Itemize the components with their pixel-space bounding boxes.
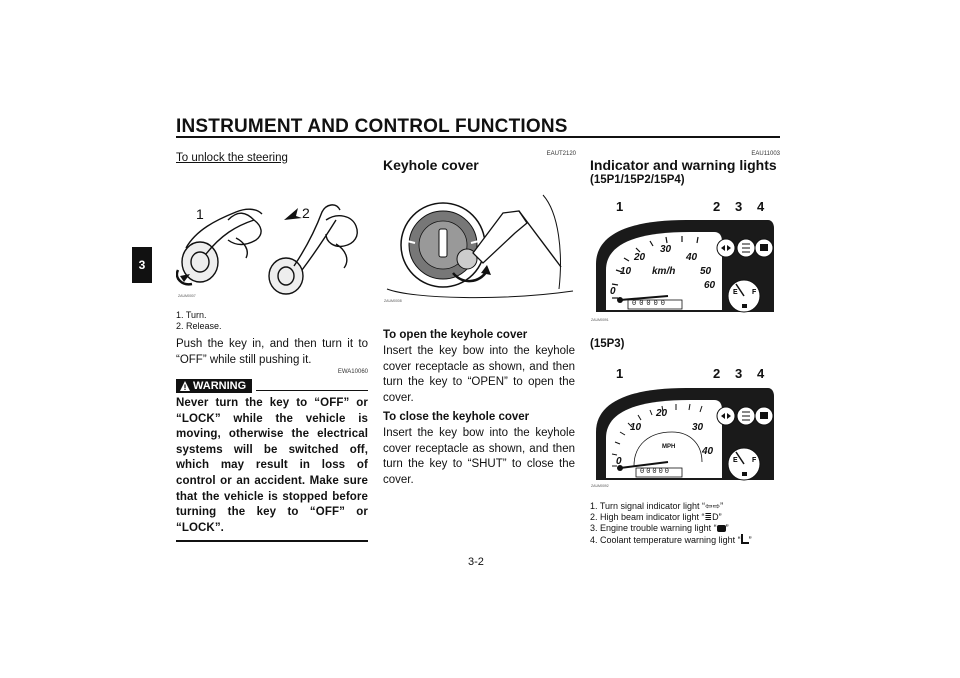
instrument-panel-mph: E F 0 10 20 30 40 MPH 00000 — [590, 382, 776, 482]
variant-label-1: (15P1/15P2/15P4) — [590, 174, 685, 186]
body-text-open: Insert the key bow into the keyhole cove… — [383, 345, 575, 404]
high-beam-icon — [742, 411, 750, 421]
subheading-open: To open the keyhole cover — [383, 329, 528, 341]
ref-code: EAUT2120 — [546, 151, 576, 157]
keyhole-cover-illustration — [386, 194, 574, 299]
instrument-panel-kmh: E F 0 10 20 30 40 50 60 km/h 00000 — [590, 214, 776, 314]
callout-3: 3 — [735, 199, 743, 214]
fuel-pump-icon — [742, 304, 747, 308]
ref-code: EWA10060 — [337, 369, 368, 375]
body-text-close: Insert the key bow into the keyhole cove… — [383, 427, 575, 486]
coolant-temp-icon — [760, 412, 768, 419]
turn-signal-icon — [721, 413, 731, 419]
chapter-tab: 3 — [132, 247, 152, 283]
warning-block: WARNING Never turn the key to “OFF” or “… — [176, 379, 368, 542]
svg-text:E: E — [733, 289, 738, 296]
warning-triangle-icon — [180, 381, 190, 391]
legend-item: 2. High beam indicator light “≣D” — [590, 512, 722, 522]
body-text-unlock: Push the key in, and then turn it to “OF… — [176, 338, 368, 366]
page-number: 3-2 — [468, 556, 484, 568]
figure-callout-2: 2 — [302, 205, 310, 221]
figure-callout-1: 1 — [196, 206, 204, 222]
steering-unlock-illustration — [176, 204, 358, 295]
header-rule — [176, 136, 780, 138]
callout-2: 2 — [713, 199, 721, 214]
odometer: 00000 — [640, 468, 672, 476]
callout-3: 3 — [735, 366, 743, 381]
subheading-close: To close the keyhole cover — [383, 411, 530, 423]
turn-signal-icon — [721, 245, 731, 251]
page-title: INSTRUMENT AND CONTROL FUNCTIONS — [176, 116, 568, 137]
warning-label: WARNING — [176, 379, 253, 393]
coolant-temp-icon — [760, 244, 768, 251]
svg-text:F: F — [752, 457, 757, 464]
figure-tag: ZAUM0091 — [591, 318, 609, 322]
high-beam-icon — [742, 243, 750, 253]
callout-1: 1 — [616, 366, 624, 381]
callout-1: 1 — [616, 199, 624, 214]
callout-4: 4 — [757, 366, 765, 381]
figure-tag: ZAUM0008 — [384, 299, 402, 303]
callout-2: 2 — [713, 366, 721, 381]
legend-item: 1. Turn signal indicator light “⇦⇨” — [590, 501, 724, 511]
callout-4: 4 — [757, 199, 765, 214]
speed-unit: km/h — [652, 266, 676, 277]
section-heading-unlock: To unlock the steering — [176, 152, 288, 164]
svg-text:F: F — [752, 289, 757, 296]
warning-text: Never turn the key to “OFF” or “LOCK” wh… — [176, 397, 368, 534]
ref-code: EAU11003 — [751, 151, 780, 157]
odometer: 00000 — [632, 300, 669, 308]
variant-label-2: (15P3) — [590, 338, 625, 350]
legend-item: 3. Engine trouble warning light “” — [590, 523, 729, 533]
legend-item: 4. Coolant temperature warning light “” — [590, 534, 752, 545]
engine-trouble-icon — [716, 525, 726, 532]
figure-tag: ZAUM0092 — [591, 484, 609, 488]
turn-arrow-icon — [481, 265, 491, 275]
caption-item: 1. Turn. — [176, 310, 207, 320]
caption-item: 2. Release. — [176, 321, 222, 331]
indicator-legend: 1. Turn signal indicator light “⇦⇨” 2. H… — [590, 501, 780, 546]
svg-text:E: E — [733, 457, 738, 464]
fuel-pump-icon — [742, 472, 747, 476]
push-arrow-icon — [284, 208, 302, 220]
section-title-indicators: Indicator and warning lights — [590, 157, 777, 173]
figure-caption-list: 1. Turn. 2. Release. — [176, 310, 222, 332]
turn-arrow-icon — [180, 274, 190, 282]
figure-tag: ZAUM0007 — [178, 294, 196, 298]
coolant-temp-icon — [740, 534, 749, 544]
section-title-keyhole: Keyhole cover — [383, 157, 479, 173]
speed-unit: MPH — [662, 444, 676, 450]
